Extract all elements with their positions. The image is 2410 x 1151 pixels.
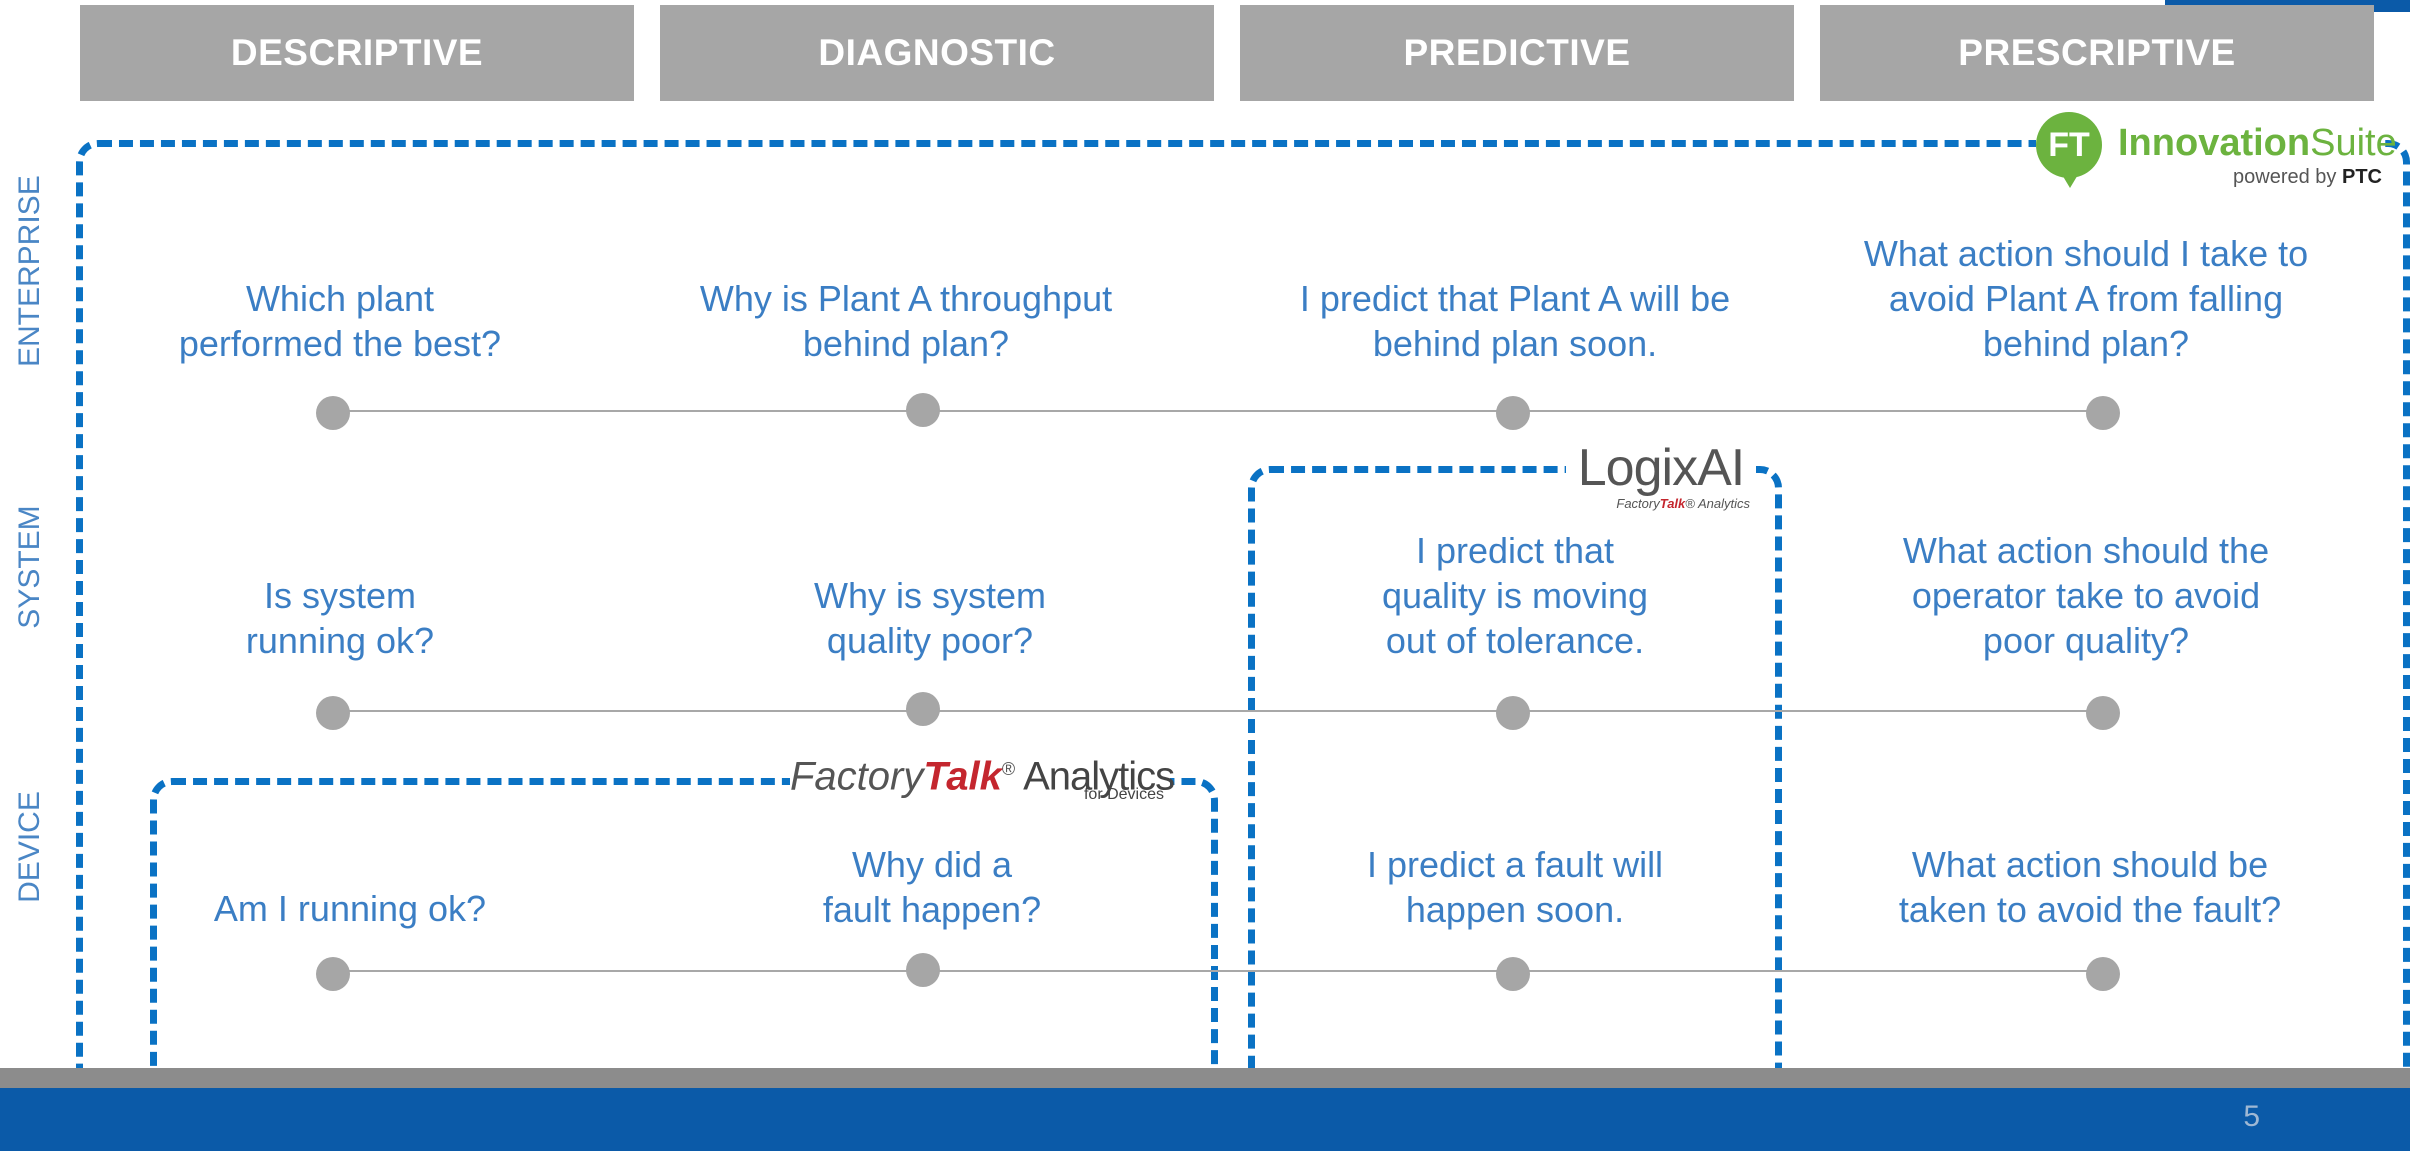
timeline-dot	[906, 393, 940, 427]
factorytalk-analytics-logo: FactoryTalk® Analytics for Devices	[790, 746, 1175, 806]
footer-blue-band	[0, 1088, 2410, 1151]
timeline-dot	[1496, 396, 1530, 430]
factorytalk-analytics-scope-box	[150, 778, 1218, 1106]
fta-analytics: Analytics	[1015, 754, 1175, 799]
logixai-logo: LogixAI FactoryTalk® Analytics	[1566, 440, 1756, 520]
innovation-suite-name-light: Suite	[2310, 122, 2397, 164]
row-label-enterprise: ENTERPRISE	[13, 175, 46, 367]
footer-gray-band	[0, 1068, 2410, 1088]
logixai-sub-suffix: ® Analytics	[1685, 496, 1750, 511]
question-system-predictive: I predict that quality is moving out of …	[1381, 530, 1649, 661]
factorytalk-analytics-name: FactoryTalk® Analytics	[790, 746, 1175, 799]
row-label-system: SYSTEM	[13, 505, 46, 629]
question-enterprise-predictive: I predict that Plant A will be behind pl…	[1299, 278, 1731, 364]
timeline-dot	[1496, 957, 1530, 991]
fta-registered: ®	[1001, 759, 1016, 779]
question-device-diagnostic: Why did a fault happen?	[822, 844, 1042, 930]
question-system-descriptive: Is system running ok?	[245, 575, 435, 661]
header-descriptive: DESCRIPTIVE	[80, 5, 634, 101]
timeline-dot	[316, 957, 350, 991]
question-enterprise-descriptive: Which plant performed the best?	[178, 278, 502, 364]
question-enterprise-diagnostic: Why is Plant A throughput behind plan?	[699, 278, 1113, 364]
timeline-dot	[2086, 396, 2120, 430]
logixai-sub-prefix: Factory	[1616, 496, 1660, 511]
factorytalk-analytics-subtitle: for Devices	[1083, 786, 1164, 803]
header-predictive: PREDICTIVE	[1240, 5, 1794, 101]
row-label-device: DEVICE	[13, 791, 46, 903]
innovation-suite-sub-brand: PTC	[2342, 166, 2382, 188]
logixai-name: LogixAI	[1577, 439, 1745, 497]
timeline-enterprise	[333, 410, 2103, 412]
question-enterprise-prescriptive: What action should I take to avoid Plant…	[1863, 233, 2309, 364]
header-diagnostic: DIAGNOSTIC	[660, 5, 1214, 101]
logixai-subtitle: FactoryTalk® Analytics	[1566, 496, 1756, 511]
innovation-suite-logo: FT InnovationSuite powered by PTC	[2036, 108, 2397, 194]
page-number: 5	[2243, 1100, 2260, 1133]
timeline-system	[333, 710, 2103, 712]
innovation-suite-sub-text: powered by	[2233, 166, 2337, 188]
timeline-dot	[2086, 696, 2120, 730]
timeline-dot	[316, 696, 350, 730]
innovation-suite-subtitle: powered by PTC	[2233, 166, 2382, 189]
timeline-dot	[2086, 957, 2120, 991]
fta-talk: Talk	[923, 754, 1002, 799]
header-prescriptive: PRESCRIPTIVE	[1820, 5, 2374, 101]
ft-badge-icon: FT	[2036, 112, 2102, 178]
question-device-descriptive: Am I running ok?	[213, 888, 487, 929]
question-system-diagnostic: Why is system quality poor?	[813, 575, 1046, 661]
timeline-dot	[906, 692, 940, 726]
logixai-sub-talk: Talk	[1659, 496, 1686, 511]
timeline-device	[333, 970, 2103, 972]
question-device-prescriptive: What action should be taken to avoid the…	[1898, 844, 2282, 930]
question-device-predictive: I predict a fault will happen soon.	[1366, 844, 1664, 930]
timeline-dot	[1496, 696, 1530, 730]
ft-badge-tail-icon	[2058, 168, 2082, 188]
fta-prefix: Factory	[790, 754, 924, 799]
innovation-suite-name: InnovationSuite	[2118, 122, 2397, 165]
timeline-dot	[906, 953, 940, 987]
timeline-dot	[316, 396, 350, 430]
question-system-prescriptive: What action should the operator take to …	[1902, 530, 2270, 661]
innovation-suite-name-bold: Innovation	[2118, 122, 2311, 164]
